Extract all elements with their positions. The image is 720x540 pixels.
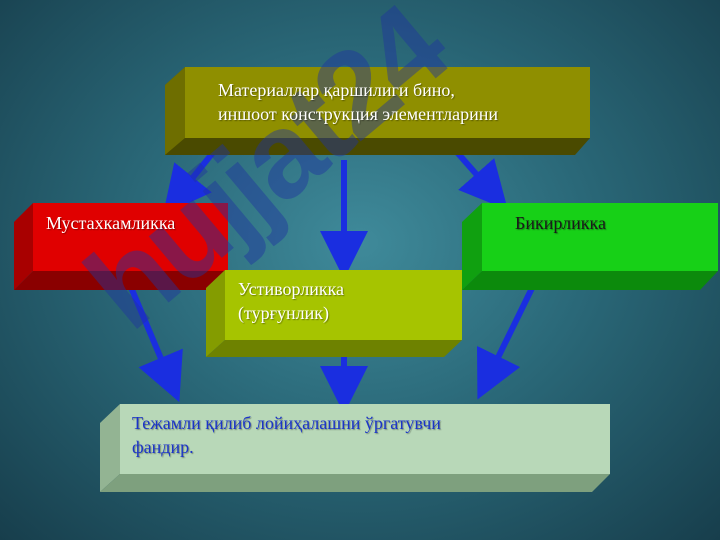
arrow-top-to-right (452, 148, 508, 211)
box-bottom-text: Тежамли қилиб лойиҳалашни ўргатувчи фанд… (132, 413, 441, 457)
box-middle (206, 270, 462, 357)
box-bottom (100, 404, 610, 492)
arrow-left-to-bottom (127, 283, 183, 403)
box-middle-text: Устиворликка (турғунлик) (238, 279, 345, 323)
box-left (14, 203, 228, 290)
box-left-text: Мустахкамликка (46, 213, 176, 233)
box-right-text: Бикирликка (515, 213, 606, 233)
arrow-right-to-bottom (476, 280, 538, 400)
box-top (165, 67, 590, 155)
box-right (462, 203, 718, 290)
box-top-text: Материаллар қаршилиги бино, иншоот конст… (218, 80, 499, 124)
arrow-top-to-left (162, 148, 218, 215)
arrows (127, 148, 538, 414)
